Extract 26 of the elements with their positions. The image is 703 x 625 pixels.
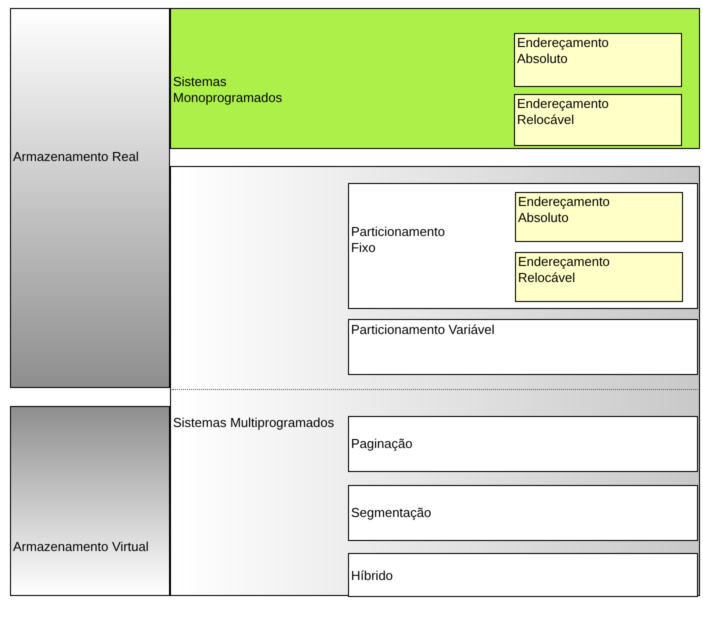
node-label: Híbrido [351,568,394,584]
node-label: Endereçamento Relocável [518,254,611,286]
node-label: Segmentação [351,505,432,521]
node-label: Particionamento Fixo [351,224,446,256]
technique-box [348,319,698,375]
category-band [10,406,170,596]
node-label: Armazenamento Virtual [13,539,150,555]
node-label: Endereçamento Absoluto [518,194,611,226]
leaf-box [514,94,682,146]
leaf-box [514,33,682,87]
node-label: Endereçamento Absoluto [517,35,610,67]
category-box [170,8,700,149]
technique-box [348,485,698,541]
category-band [10,8,170,388]
node-label: Paginação [351,436,414,452]
technique-box [348,553,698,597]
leaf-box [515,192,683,242]
node-label: Endereçamento Relocável [517,96,610,128]
leaf-box [515,252,683,302]
technique-box [348,183,698,309]
technique-box [348,416,698,472]
node-label: Sistemas Monoprogramados [173,74,284,106]
node-label: Armazenamento Real [13,149,140,165]
category-box [170,166,700,596]
node-label: Particionamento Variável [351,322,496,338]
node-label: Sistemas Multiprogramados [173,415,336,431]
